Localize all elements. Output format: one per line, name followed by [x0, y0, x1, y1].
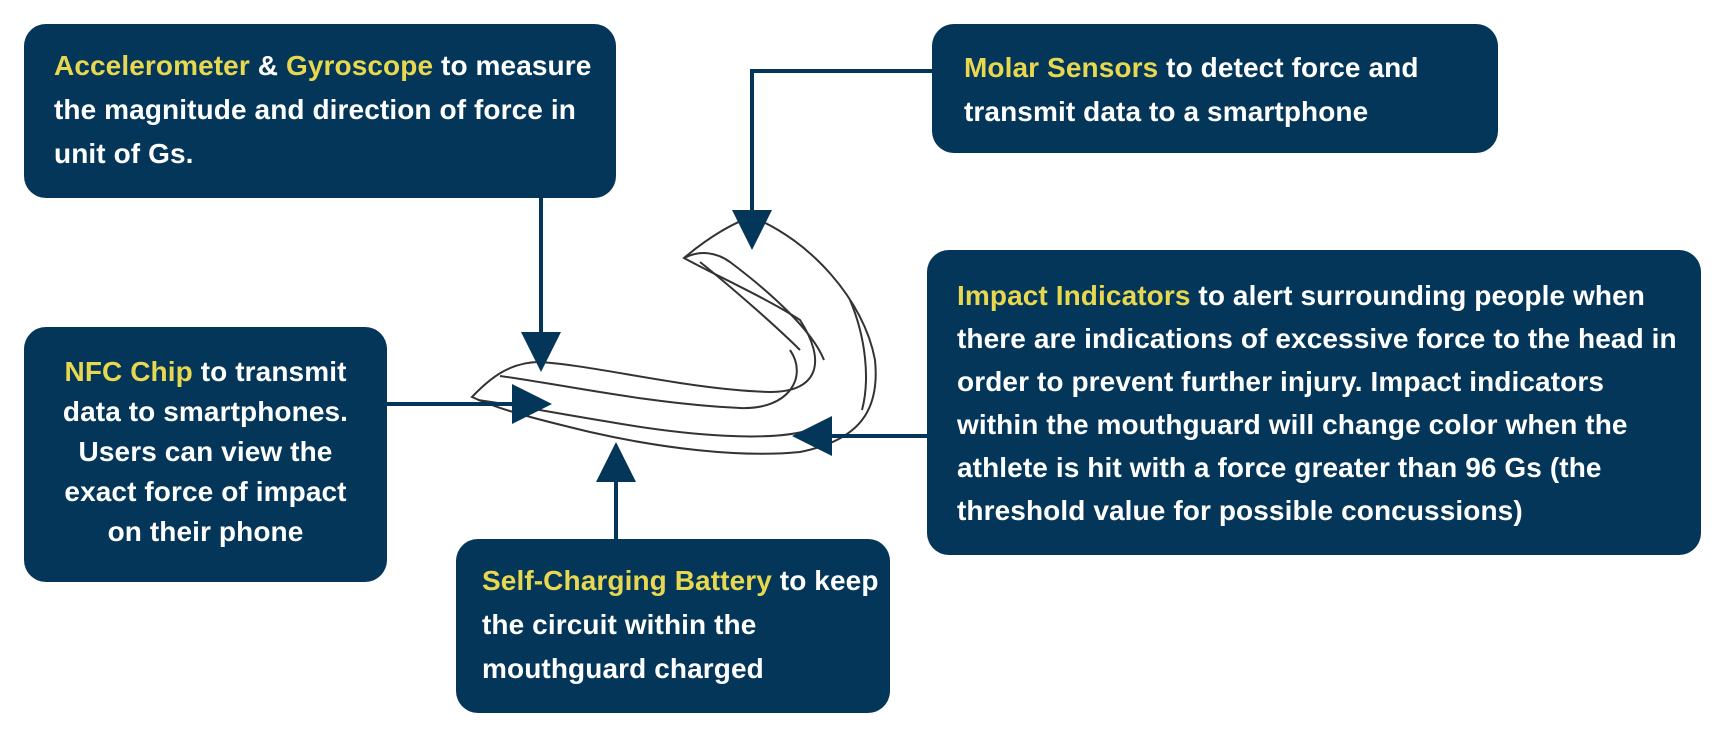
nfc-line-3: Users can view the — [78, 436, 333, 467]
molar-sensors-description: to detect force and transmit data to a s… — [964, 52, 1419, 127]
self-charging-battery-callout: Self-Charging Battery to keep the circui… — [456, 539, 890, 713]
nfc-line-1: NFC Chip to transmit — [34, 352, 377, 392]
accelerometer-joiner: & — [249, 50, 286, 81]
nfc-line-5: on their phone — [107, 516, 304, 547]
gyroscope-label: Gyroscope — [285, 50, 434, 81]
self-charging-battery-label: Self-Charging Battery — [482, 565, 772, 596]
accelerometer-gyroscope-callout: Accelerometer & Gyroscope to measure the… — [24, 24, 616, 198]
impact-indicators-callout: Impact Indicators to alert surrounding p… — [927, 250, 1701, 555]
arrow-icon-molar — [732, 69, 932, 250]
nfc-line-1-rest: to transmit — [192, 356, 347, 387]
impact-indicators-label: Impact Indicators — [957, 280, 1191, 311]
accelerometer-description: to measure the magnitude and direction o… — [54, 50, 592, 169]
impact-indicators-description: to alert surrounding people when there a… — [957, 280, 1677, 526]
molar-sensors-label: Molar Sensors — [964, 52, 1159, 83]
self-charging-battery-description: to keep the circuit within the mouthguar… — [482, 565, 879, 684]
mouthguard-illustration — [470, 215, 877, 455]
molar-sensors-callout: Molar Sensors to detect force and transm… — [932, 24, 1498, 153]
nfc-chip-callout: NFC Chip to transmit data to smartphones… — [24, 327, 387, 582]
nfc-line-4: exact force of impact — [64, 476, 347, 507]
accelerometer-label: Accelerometer — [54, 50, 250, 81]
nfc-chip-label: NFC Chip — [64, 356, 193, 387]
nfc-line-2: data to smartphones. — [62, 396, 349, 427]
